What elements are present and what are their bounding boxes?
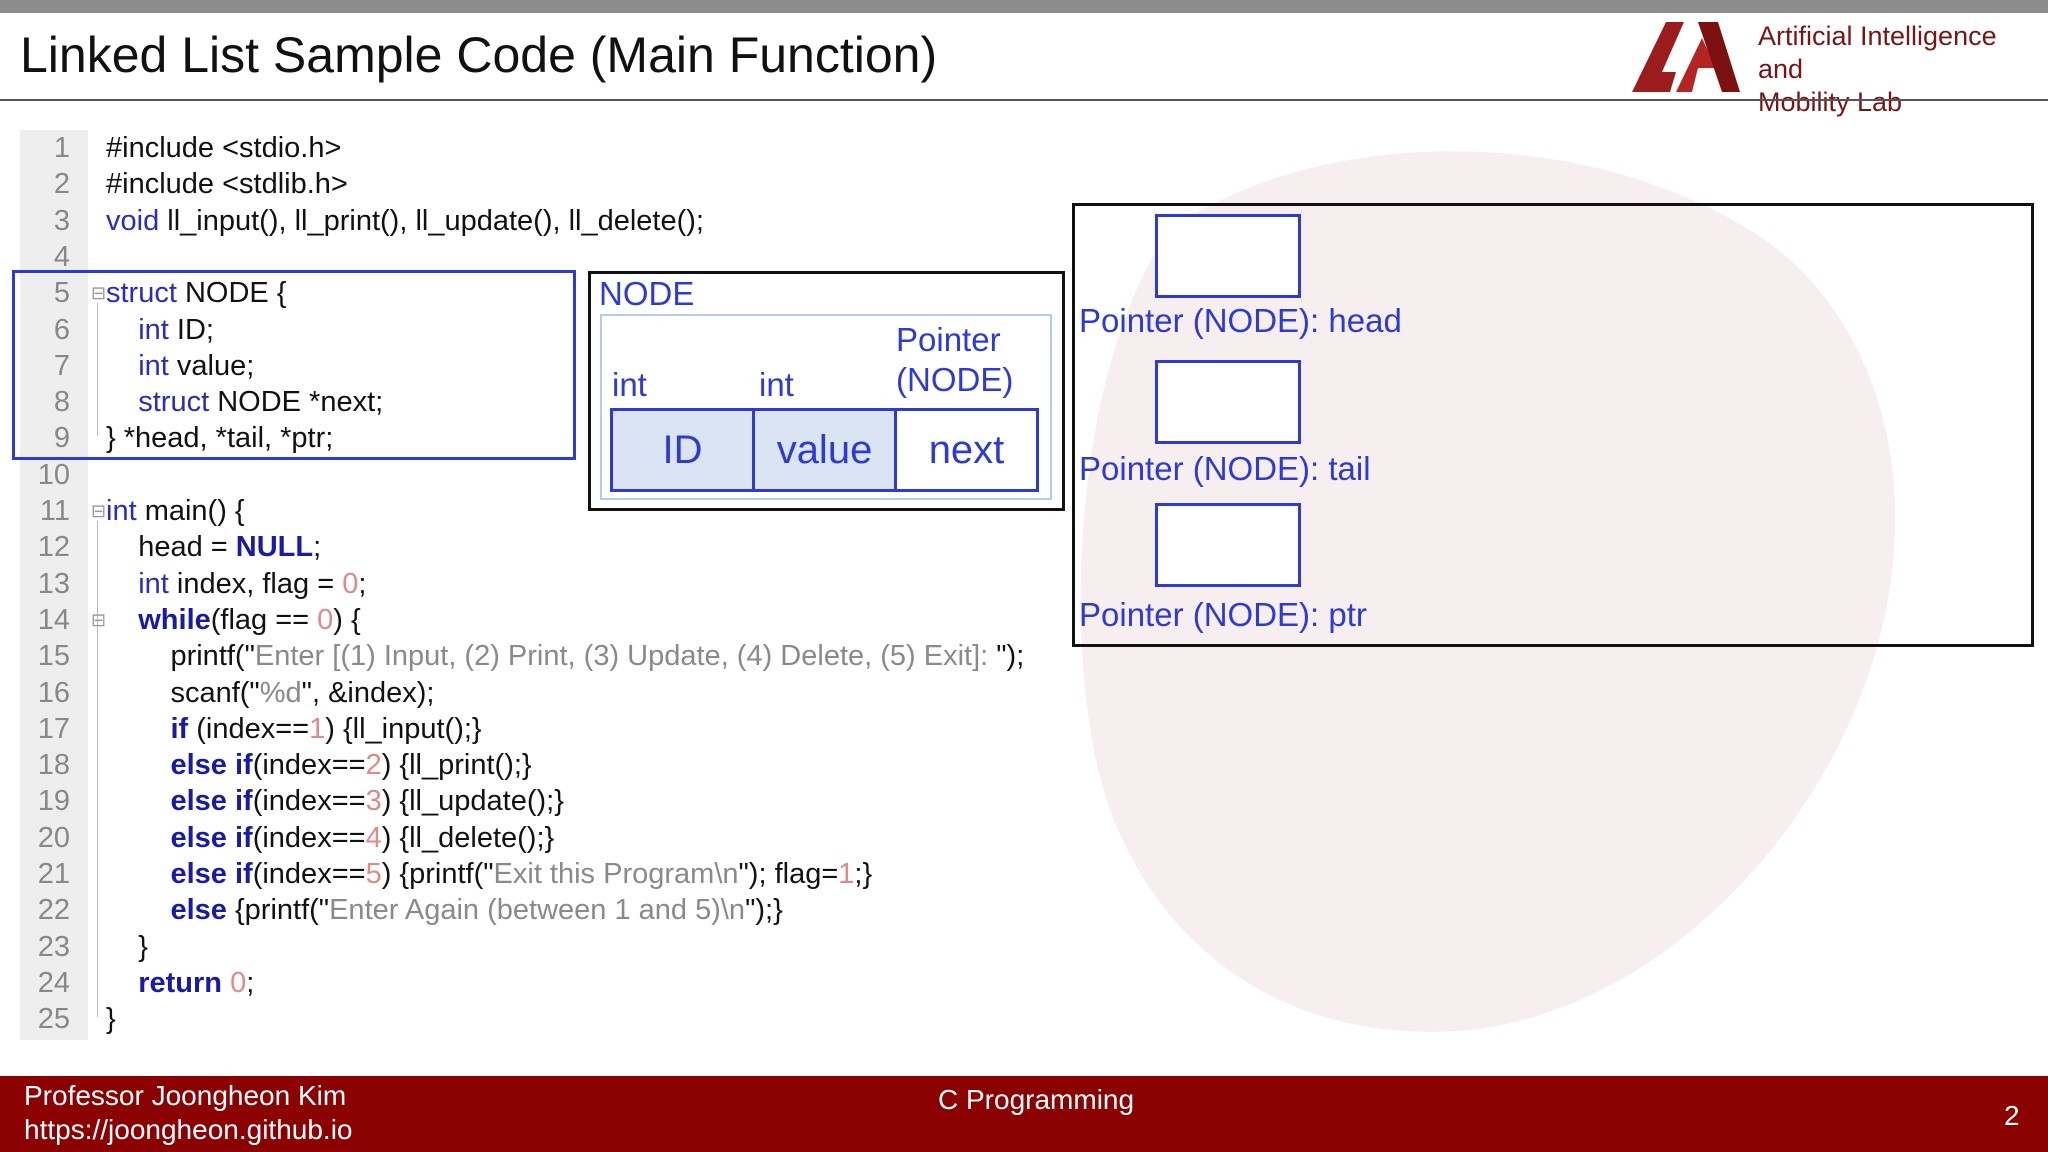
node-diagram-inner xyxy=(600,314,1052,500)
node-field-next: next xyxy=(894,408,1039,492)
code-line: else if(index==5) {printf("Exit this Pro… xyxy=(170,858,873,890)
line-number: 12 xyxy=(37,531,70,564)
pointer-tail-box xyxy=(1155,360,1301,444)
node-diagram-title: NODE xyxy=(599,275,695,312)
fold-marker-icon[interactable]: ⊟ xyxy=(91,501,107,521)
fold-marker-icon[interactable]: ⊟ xyxy=(91,609,107,630)
line-number: 1 xyxy=(53,132,70,164)
code-line: struct NODE *next; xyxy=(138,386,384,419)
pointer-ptr-box xyxy=(1155,503,1301,587)
top-stripe xyxy=(0,0,2048,13)
node-type-pointer-line1: Pointer xyxy=(896,321,1001,358)
code-line: if (index==1) {ll_input();} xyxy=(170,712,482,745)
code-line: printf("Enter [(1) Input, (2) Print, (3)… xyxy=(106,640,1025,673)
line-number: 2 xyxy=(53,168,70,201)
pointer-head-box xyxy=(1155,214,1301,298)
footer-course: C Programming xyxy=(938,1084,1135,1115)
footer-bar xyxy=(0,1076,2048,1152)
line-number: 20 xyxy=(37,821,70,854)
slide-title: Linked List Sample Code (Main Function) xyxy=(20,27,938,83)
lab-logo xyxy=(1632,22,1740,92)
line-number: 6 xyxy=(53,313,70,346)
line-number: 21 xyxy=(37,858,70,890)
footer-url[interactable]: https://joongheon.github.io xyxy=(24,1114,353,1145)
footer-professor: Professor Joongheon Kim xyxy=(24,1080,347,1111)
code-line: #include <stdlib.h> xyxy=(106,168,348,201)
lab-name: Artificial Intelligence and Mobility Lab xyxy=(1758,20,2048,119)
node-field-id: ID xyxy=(610,408,755,492)
title-divider xyxy=(0,99,2048,101)
code-line: scanf("%d", &index); xyxy=(106,676,435,709)
lab-name-line1: Artificial Intelligence and xyxy=(1758,21,1997,84)
line-number: 8 xyxy=(53,386,70,419)
pointer-tail-label: Pointer (NODE): tail xyxy=(1079,450,1371,487)
fold-marker-icon[interactable]: ⊟ xyxy=(91,283,107,304)
line-number: 25 xyxy=(37,1003,70,1036)
pointer-diagram xyxy=(1072,203,2034,647)
code-line: } *head, *tail, *ptr; xyxy=(106,422,334,455)
node-type-int-2: int xyxy=(759,366,794,403)
line-number-gutter xyxy=(20,130,88,1040)
code-line: } xyxy=(106,1003,116,1036)
line-number: 19 xyxy=(37,785,70,818)
line-number: 13 xyxy=(37,567,70,600)
line-number: 10 xyxy=(37,458,70,491)
code-line: struct NODE { xyxy=(106,277,287,310)
code-line: #include <stdio.h> xyxy=(106,132,342,164)
line-number: 18 xyxy=(37,749,70,782)
code-line: void ll_input(), ll_print(), ll_update()… xyxy=(106,204,704,237)
line-number: 14 xyxy=(37,603,70,636)
line-number: 11 xyxy=(39,495,70,527)
code-line: head = NULL; xyxy=(106,531,322,564)
node-field-value: value xyxy=(752,408,897,492)
code-line: int value; xyxy=(138,349,255,382)
fold-guide-line xyxy=(97,629,98,945)
pointer-ptr-label: Pointer (NODE): ptr xyxy=(1079,596,1367,633)
line-number: 3 xyxy=(53,204,70,237)
fold-guide-line xyxy=(97,303,98,437)
code-line: while(flag == 0) { xyxy=(138,603,361,636)
line-number: 24 xyxy=(37,966,70,999)
page-number: 2 xyxy=(2004,1100,2020,1131)
struct-highlight-box xyxy=(12,270,576,460)
node-type-pointer-line2: (NODE) xyxy=(896,361,1014,398)
code-line: else if(index==2) {ll_print();} xyxy=(170,749,532,782)
line-number: 17 xyxy=(37,712,70,745)
code-line: else if(index==4) {ll_delete();} xyxy=(170,821,555,854)
code-line: else if(index==3) {ll_update();} xyxy=(170,785,564,818)
line-number: 22 xyxy=(37,894,70,927)
code-line: } xyxy=(106,930,148,963)
node-diagram xyxy=(588,271,1065,511)
lab-name-line2: Mobility Lab xyxy=(1758,87,1903,117)
code-line: int main() { xyxy=(106,495,245,527)
line-number: 15 xyxy=(37,640,70,673)
code-line: int index, flag = 0; xyxy=(138,567,367,600)
code-line: return 0; xyxy=(138,966,255,999)
line-number: 9 xyxy=(53,422,70,455)
line-number: 23 xyxy=(37,930,70,963)
code-line: else {printf("Enter Again (between 1 and… xyxy=(170,894,783,927)
line-number: 7 xyxy=(53,349,70,382)
node-type-int-1: int xyxy=(612,366,647,403)
code-line: int ID; xyxy=(138,313,214,346)
pointer-head-label: Pointer (NODE): head xyxy=(1079,302,1402,339)
line-number: 16 xyxy=(37,676,70,709)
line-number: 5 xyxy=(53,277,70,310)
line-number: 4 xyxy=(53,240,70,273)
